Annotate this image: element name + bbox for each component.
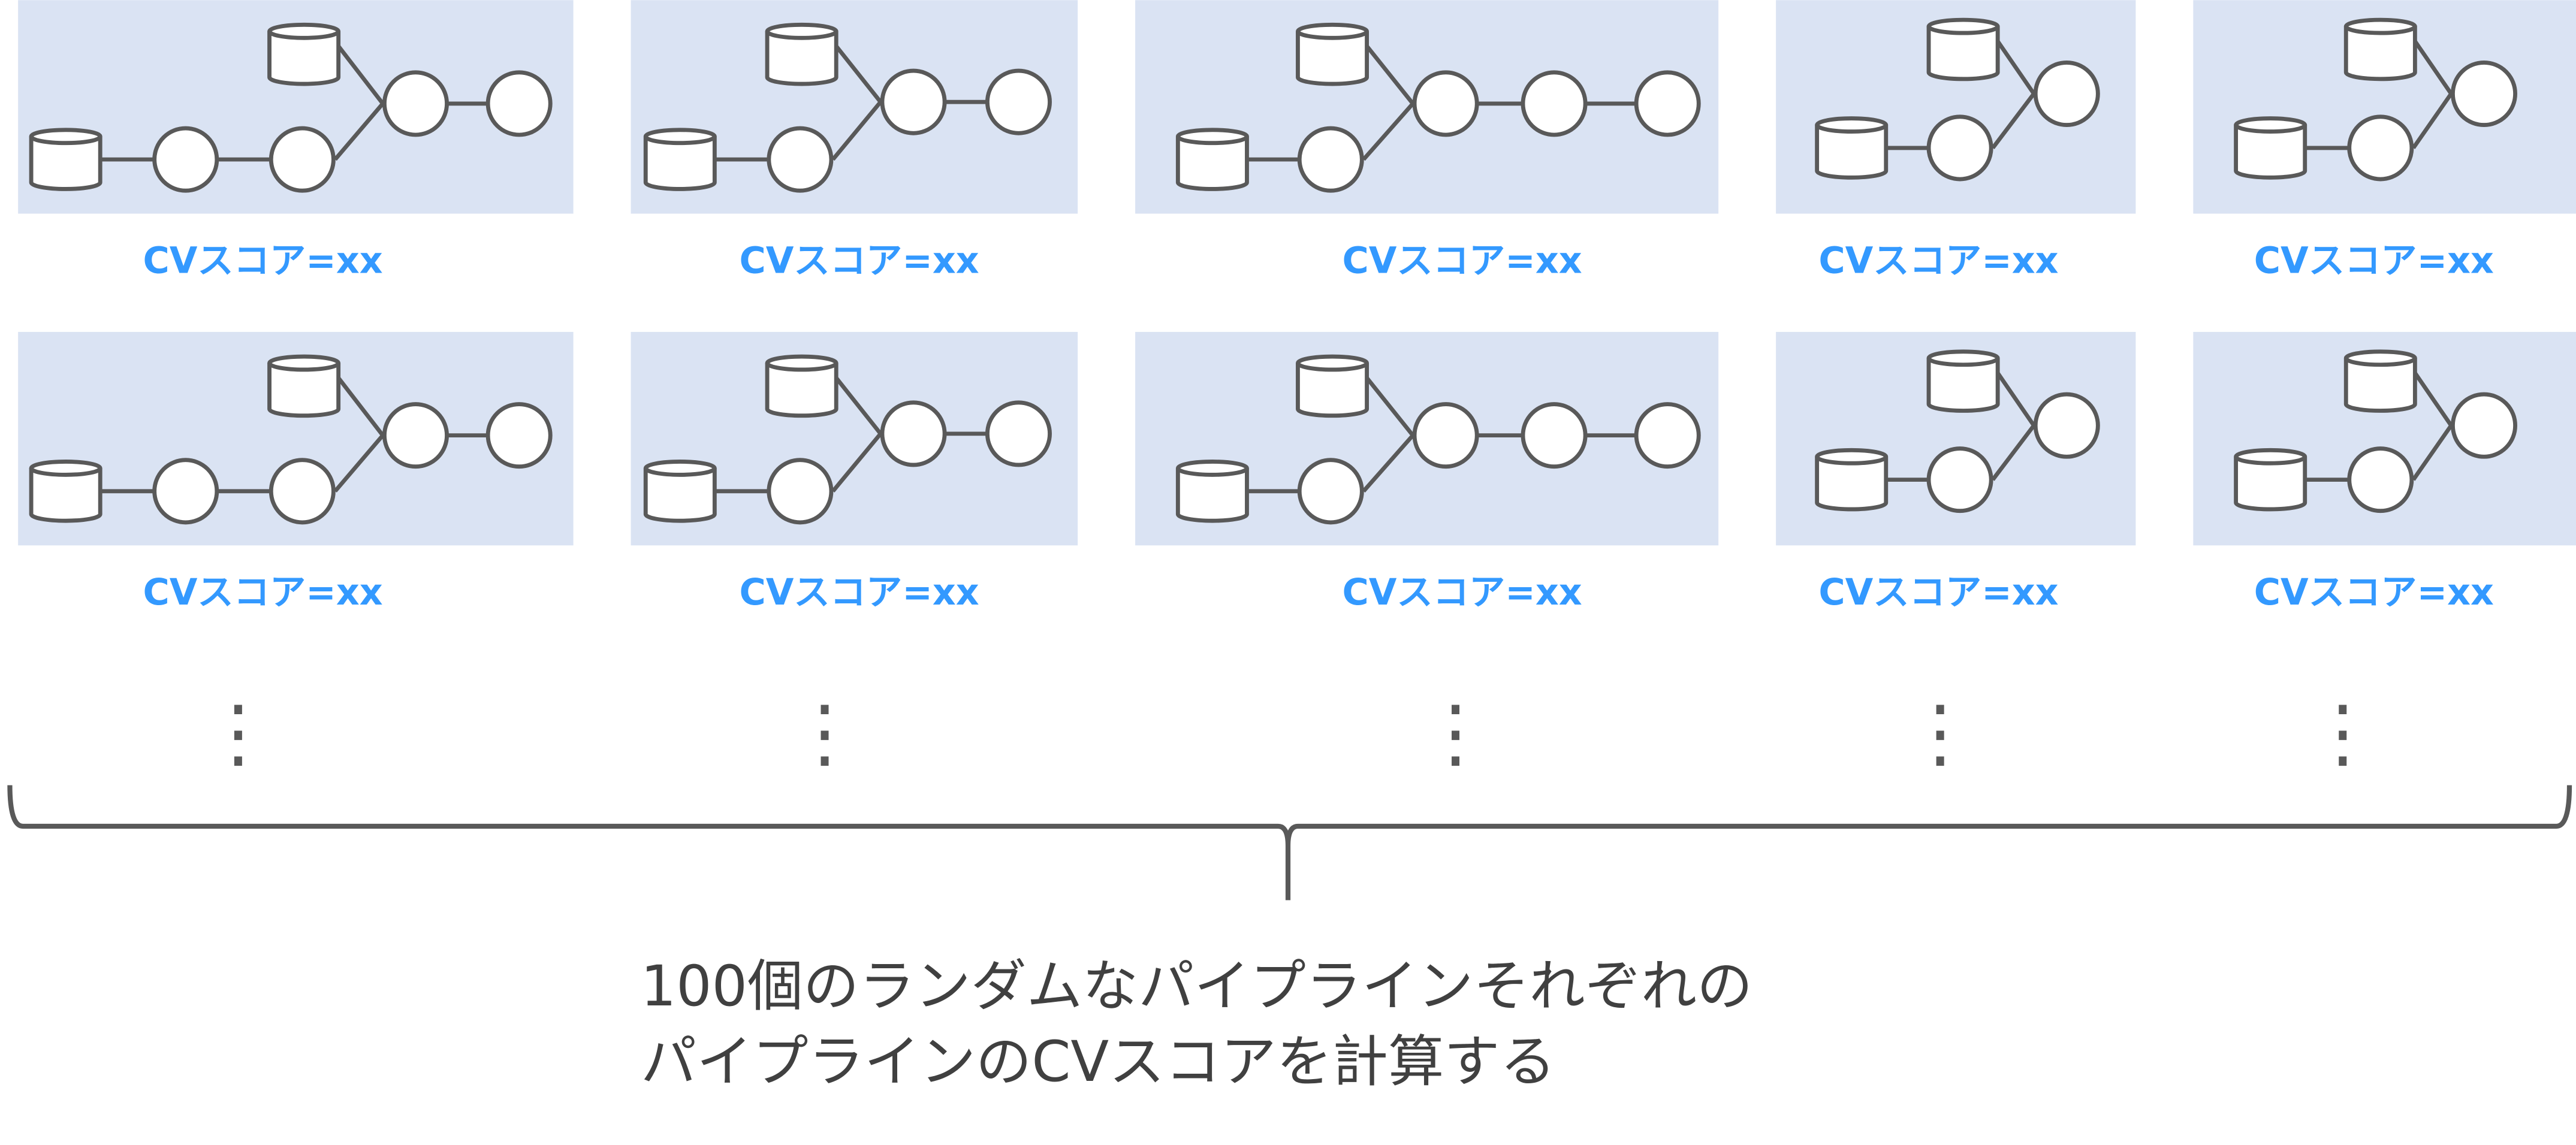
edge <box>333 434 385 493</box>
cv-score-label: CVスコア=xx <box>2254 240 2494 282</box>
pipeline-step-node <box>382 70 449 137</box>
database-icon <box>1815 116 1889 180</box>
pipeline-panel: CVスコア=xx <box>1135 331 1719 614</box>
database-icon <box>2343 349 2417 413</box>
database-icon <box>1175 460 1249 523</box>
pipeline-step-node <box>2450 60 2518 127</box>
database-icon <box>765 354 838 418</box>
pipeline-step-node <box>485 70 553 137</box>
cv-score-label: CVスコア=xx <box>1818 572 2058 614</box>
pipeline-step-node <box>1412 70 1479 137</box>
database-icon <box>2234 448 2307 512</box>
pipeline-step-node <box>767 126 834 193</box>
cv-score-label: CVスコア=xx <box>740 572 979 614</box>
edge <box>2411 92 2453 149</box>
database-icon <box>2234 116 2307 180</box>
pipeline-step-node <box>382 402 449 469</box>
database-icon <box>765 22 838 86</box>
edge <box>2411 424 2453 481</box>
database-icon <box>1815 448 1889 512</box>
edge <box>336 376 385 437</box>
edge <box>1365 376 1414 437</box>
pipeline-step-node <box>2347 114 2414 182</box>
cv-score-label: CVスコア=xx <box>1818 240 2058 282</box>
edge <box>834 376 882 436</box>
database-icon <box>29 460 102 523</box>
edge <box>831 432 882 493</box>
database-icon <box>1296 354 1369 418</box>
pipeline-step-node <box>880 400 947 467</box>
database-icon <box>29 128 102 191</box>
pipeline-panel: CVスコア=xx <box>1776 0 2136 282</box>
database-icon <box>1175 128 1249 191</box>
cv-score-label: CVスコア=xx <box>2254 572 2494 614</box>
vertical-ellipsis: ⋮ <box>1418 689 1494 777</box>
pipeline-step-node <box>1634 402 1701 469</box>
vertical-ellipsis: ⋮ <box>1902 689 1978 777</box>
caption-line-2: パイプラインのCVスコアを計算する <box>641 1029 1556 1094</box>
pipeline-step-node <box>2347 446 2414 513</box>
cv-score-label: CVスコア=xx <box>143 572 383 614</box>
pipeline-panel: CVスコア=xx <box>631 0 1078 282</box>
database-icon <box>2343 17 2417 81</box>
edge <box>2413 40 2453 95</box>
pipeline-panel: CVスコア=xx <box>1776 331 2136 614</box>
cv-score-label: CVスコア=xx <box>143 240 383 282</box>
cv-score-label: CVスコア=xx <box>1342 240 1582 282</box>
edge <box>336 44 385 105</box>
pipeline-step-node <box>2450 392 2518 459</box>
pipeline-step-node <box>152 126 219 193</box>
edge <box>2413 371 2453 427</box>
pipeline-step-node <box>1412 402 1479 469</box>
pipeline-step-node <box>1297 458 1364 525</box>
pipeline-step-node <box>1297 126 1364 193</box>
vertical-ellipsis: ⋮ <box>787 689 862 777</box>
edge <box>1996 371 2036 427</box>
pipeline-panel: CVスコア=xx <box>18 331 574 614</box>
pipeline-step-node <box>985 68 1052 135</box>
database-icon <box>1926 17 2000 81</box>
database-icon <box>1926 349 2000 413</box>
edge <box>1362 102 1414 161</box>
pipeline-panel: CVスコア=xx <box>18 0 574 282</box>
edge <box>834 44 882 104</box>
database-icon <box>643 460 717 523</box>
pipeline-step-node <box>985 400 1052 467</box>
continuation-dots: ⋮ ⋮ ⋮ ⋮ ⋮ <box>200 689 2380 777</box>
cv-score-label: CVスコア=xx <box>1342 572 1582 614</box>
pipeline-step-node <box>767 458 834 525</box>
edge <box>1996 40 2036 95</box>
pipeline-panel: CVスコア=xx <box>631 331 1078 614</box>
vertical-ellipsis: ⋮ <box>2305 689 2381 777</box>
edge <box>831 100 882 161</box>
pipeline-step-node <box>1926 114 1993 182</box>
edge <box>1991 424 2036 481</box>
pipeline-step-node <box>1634 70 1701 137</box>
pipeline-panel: CVスコア=xx <box>1135 0 1719 282</box>
pipeline-panel: CVスコア=xx <box>2193 331 2576 614</box>
pipeline-step-node <box>485 402 553 469</box>
pipeline-step-node <box>1521 70 1588 137</box>
database-icon <box>1296 22 1369 86</box>
edge <box>1362 434 1414 493</box>
pipeline-step-node <box>2033 60 2100 127</box>
pipeline-step-node <box>152 458 219 525</box>
cv-score-label: CVスコア=xx <box>740 240 979 282</box>
database-icon <box>643 128 717 191</box>
pipeline-step-node <box>269 126 336 193</box>
caption-line-1: 100個のランダムなパイプラインそれぞれの <box>641 953 1752 1019</box>
pipeline-step-node <box>880 68 947 135</box>
edge <box>333 102 385 161</box>
pipeline-step-node <box>2033 392 2100 459</box>
pipeline-panel: CVスコア=xx <box>2193 0 2576 282</box>
vertical-ellipsis: ⋮ <box>200 689 276 777</box>
database-icon <box>267 22 341 86</box>
pipeline-step-node <box>1926 446 1993 513</box>
edge <box>1991 92 2036 150</box>
edge <box>1365 44 1414 105</box>
database-icon <box>267 354 341 418</box>
pipeline-step-node <box>1521 402 1588 469</box>
pipeline-step-node <box>269 458 336 525</box>
curly-brace <box>7 785 2572 901</box>
